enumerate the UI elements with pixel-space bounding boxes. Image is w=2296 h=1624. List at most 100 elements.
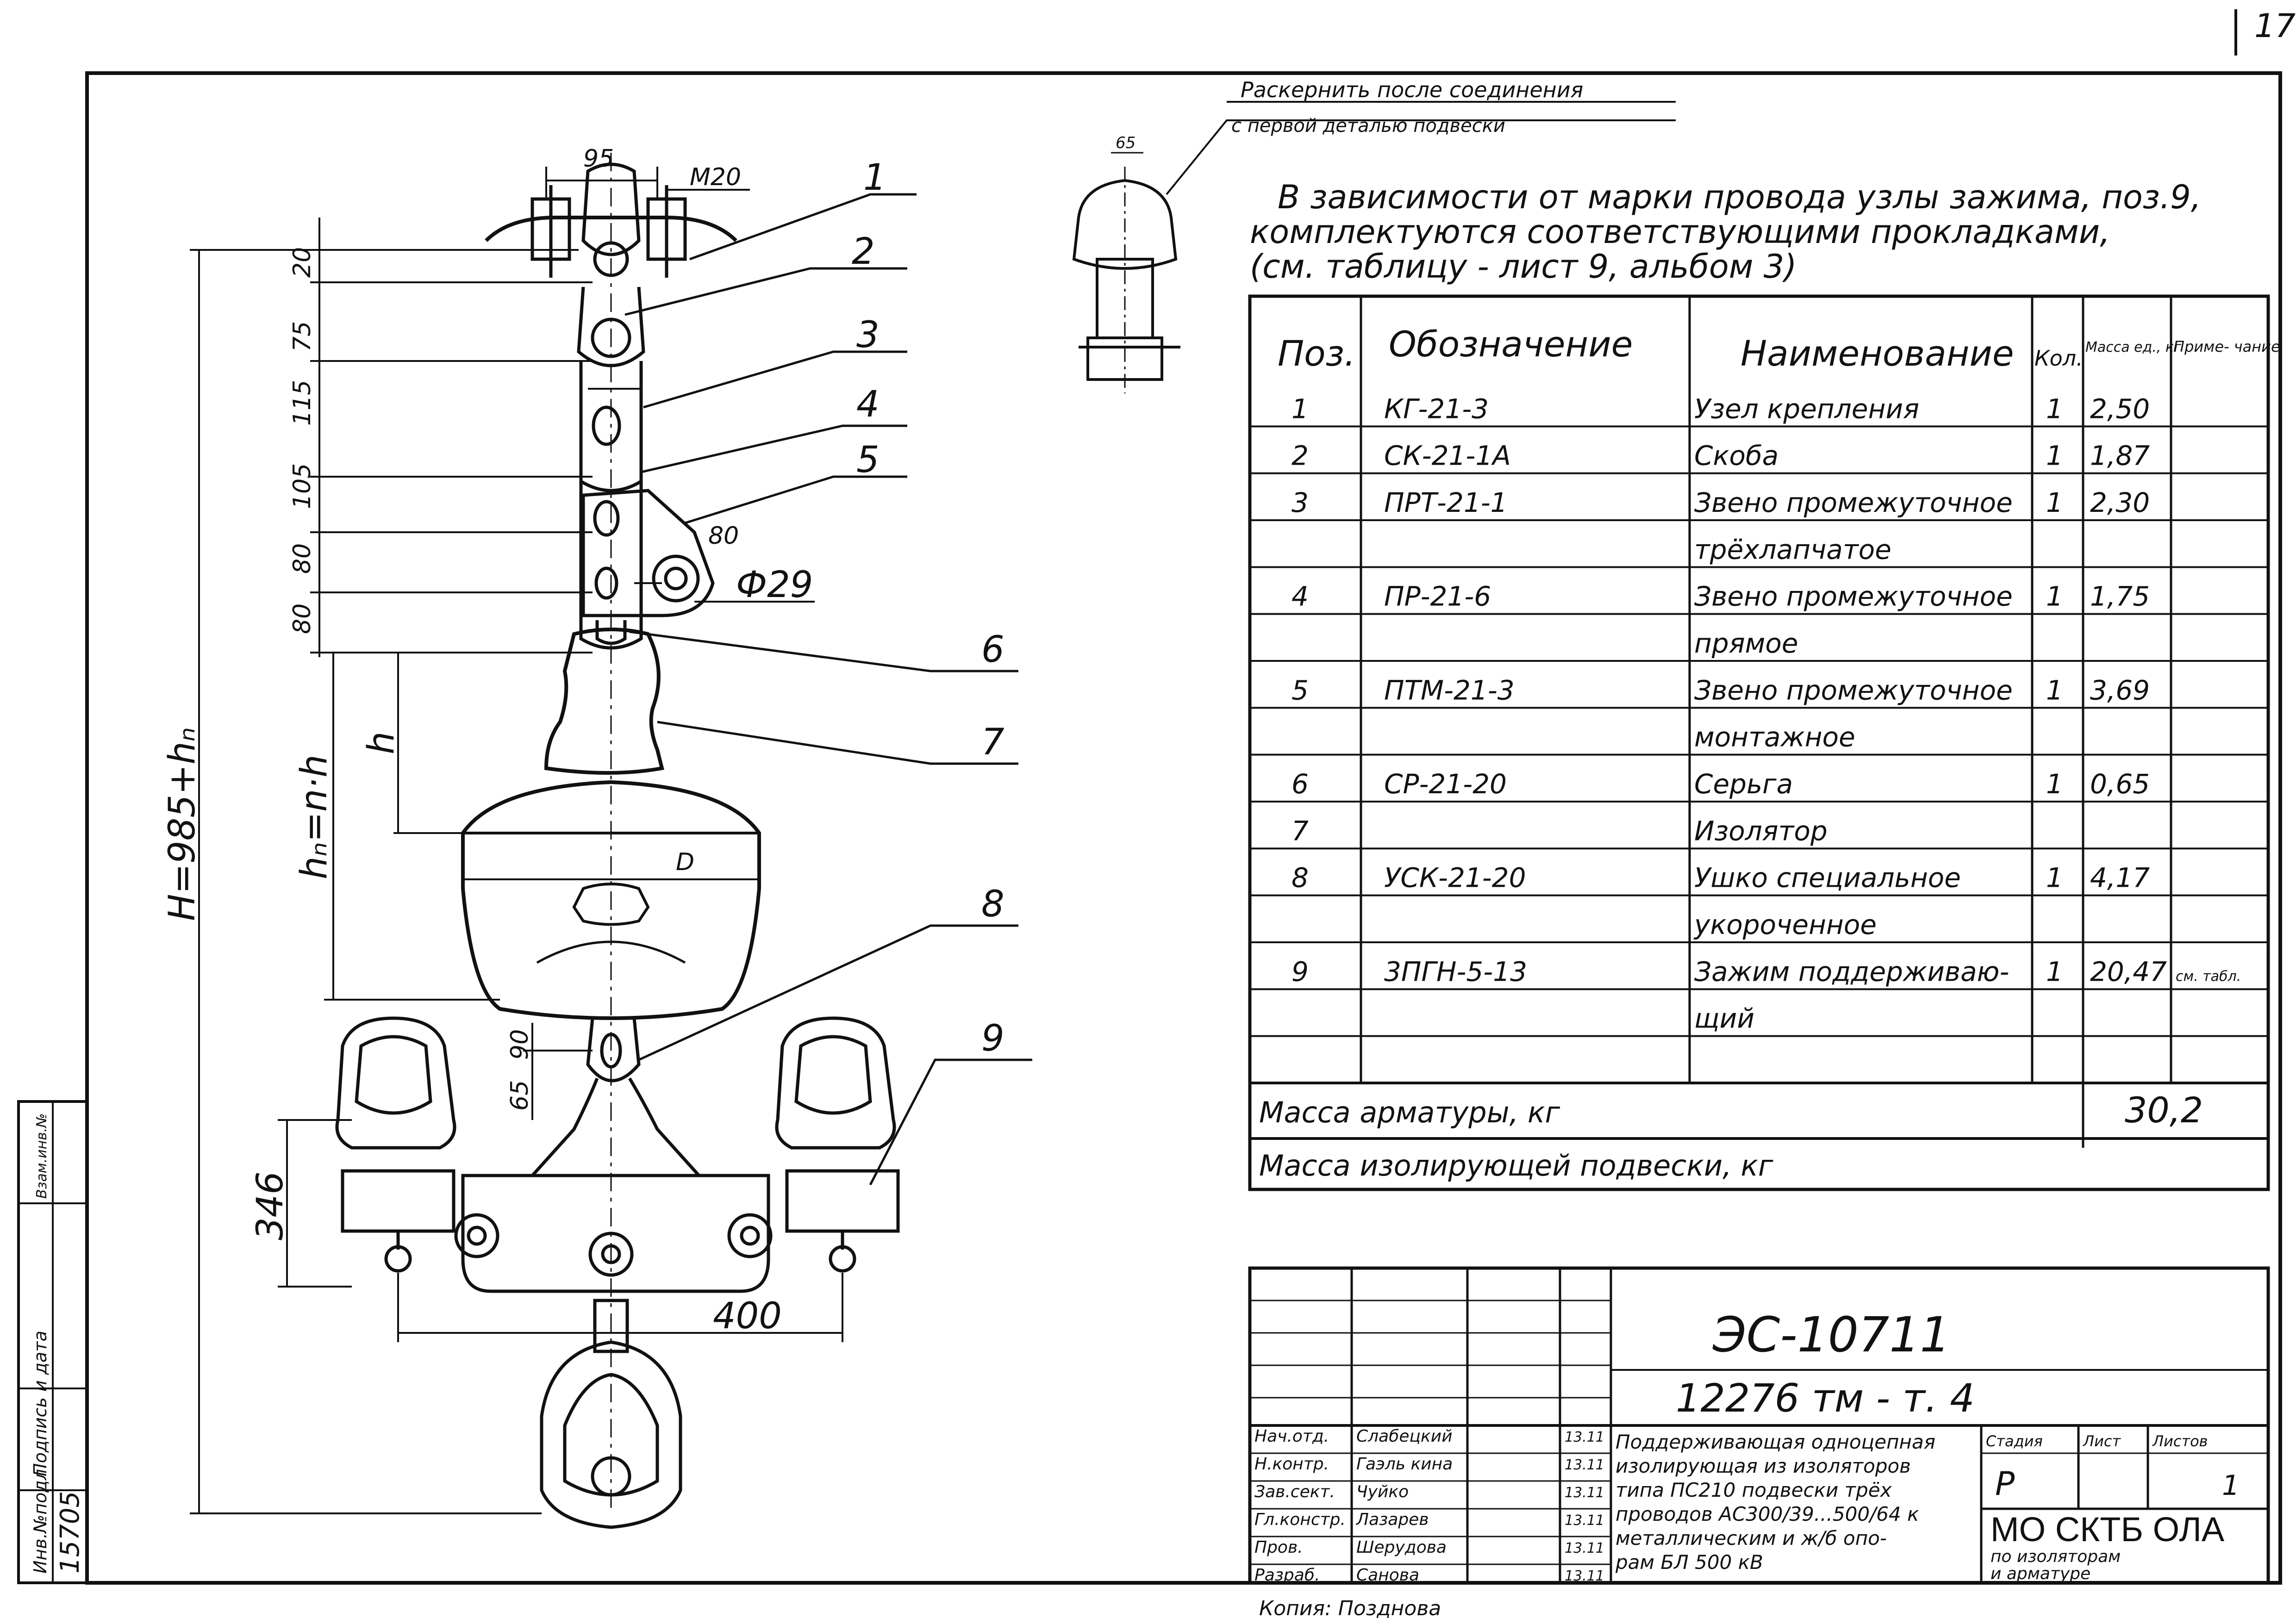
top-note-line2: с первой деталью подвески bbox=[1231, 115, 1505, 137]
table-cell-mass: 20,47 bbox=[2090, 956, 2167, 987]
th-name: Наименование bbox=[1741, 333, 2014, 374]
dim-80b: 80 bbox=[288, 604, 316, 634]
top-note-line1: Раскернить после соединения bbox=[1241, 77, 1583, 102]
signer-name: Гаэль кина bbox=[1356, 1455, 1453, 1474]
title-block-grid bbox=[1248, 1266, 2270, 1585]
dim-D: D bbox=[676, 848, 694, 876]
table-cell-pos: 6 bbox=[1292, 768, 1309, 800]
signer-role: Пров. bbox=[1254, 1538, 1303, 1557]
table-cell-designation: СК-21-1А bbox=[1384, 440, 1511, 472]
table-cell-mass: 2,30 bbox=[2090, 487, 2150, 518]
dim-95: 95 bbox=[583, 145, 614, 173]
title-description-line: Поддерживающая одноцепная bbox=[1616, 1431, 1935, 1453]
callout-leaders bbox=[624, 193, 1032, 1186]
title-code: ЭС-10711 bbox=[1712, 1307, 1951, 1363]
dim-65: 65 bbox=[506, 1080, 534, 1111]
mass-armature-value: 30,2 bbox=[2125, 1089, 2203, 1131]
signer-date: 13.11 bbox=[1565, 1485, 1604, 1501]
table-cell-name: прямое bbox=[1694, 628, 1798, 659]
table-cell-designation: 3ПГН-5-13 bbox=[1384, 956, 1527, 987]
signer-date: 13.11 bbox=[1565, 1457, 1604, 1473]
table-cell-mass: 1,87 bbox=[2090, 440, 2150, 472]
signer-name: Шерудова bbox=[1356, 1538, 1447, 1557]
table-cell-designation: СР-21-20 bbox=[1384, 768, 1507, 800]
title-description-line: проводов АС300/39...500/64 к bbox=[1616, 1503, 1919, 1525]
signer-date: 13.11 bbox=[1565, 1540, 1604, 1556]
table-cell-name: Узел крепления bbox=[1694, 393, 1919, 424]
callout-2: 2 bbox=[852, 231, 875, 273]
detail-dim-65: 65 bbox=[1116, 134, 1136, 152]
table-cell-name: Изолятор bbox=[1694, 815, 1828, 846]
signer-date: 13.11 bbox=[1565, 1568, 1604, 1584]
sheet-label: Лист bbox=[2083, 1432, 2121, 1450]
table-cell-mass: 3,69 bbox=[2090, 674, 2150, 706]
table-cell-mass: 0,65 bbox=[2090, 768, 2150, 800]
title-description-line: изолирующая из изоляторов bbox=[1616, 1455, 1911, 1477]
sheets-value: 1 bbox=[2222, 1469, 2240, 1502]
callout-1: 1 bbox=[863, 157, 886, 199]
dimension-lines bbox=[190, 167, 843, 1514]
note-line-3: (см. таблицу - лист 9, альбом 3) bbox=[1250, 248, 1797, 286]
table-cell-pos: 5 bbox=[1292, 674, 1309, 706]
table-cell-name: Серьга bbox=[1694, 768, 1793, 800]
callout-4: 4 bbox=[856, 384, 880, 425]
dim-H: H=985+hₙ bbox=[162, 727, 203, 921]
dim-m20: M20 bbox=[690, 163, 741, 191]
table-cell-mass: 4,17 bbox=[2090, 862, 2150, 894]
signer-name: Лазарев bbox=[1355, 1510, 1429, 1529]
table-cell-note: см. табл. bbox=[2176, 968, 2241, 984]
table-cell-name: Зажим поддерживаю- bbox=[1694, 956, 2009, 987]
title-description-line: рам БЛ 500 кВ bbox=[1615, 1551, 1763, 1574]
table-cell-qty: 1 bbox=[2046, 768, 2063, 800]
table-cell-name: трёхлапчатое bbox=[1694, 534, 1891, 565]
title-doc: 12276 тм - т. 4 bbox=[1676, 1375, 1975, 1421]
table-cell-qty: 1 bbox=[2046, 956, 2063, 987]
signer-role: Н.контр. bbox=[1254, 1455, 1329, 1474]
signer-role: Гл.констр. bbox=[1254, 1510, 1346, 1529]
table-cell-qty: 1 bbox=[2046, 862, 2063, 894]
signer-role: Зав.сект. bbox=[1254, 1482, 1335, 1501]
th-mass: Масса ед., кг bbox=[2085, 339, 2181, 355]
page-number: 17 bbox=[2254, 7, 2296, 45]
callout-3: 3 bbox=[856, 314, 880, 356]
side-stamp: Инв.№подл. 15705 Подпись и дата Взам.инв… bbox=[17, 1100, 88, 1584]
org-line2: по изоляторам bbox=[1990, 1547, 2121, 1566]
note-line-2: комплектуются соответствующими прокладка… bbox=[1250, 213, 2110, 251]
table-cell-qty: 1 bbox=[2046, 674, 2063, 706]
table-cell-name: Звено промежуточное bbox=[1694, 487, 2013, 518]
table-cell-name: монтажное bbox=[1694, 722, 1855, 753]
table-cell-pos: 8 bbox=[1292, 862, 1309, 894]
table-cell-name: Звено промежуточное bbox=[1694, 581, 2013, 612]
note-line-1: В зависимости от марки провода узлы зажи… bbox=[1278, 178, 2201, 216]
table-cell-designation: ПР-21-6 bbox=[1384, 581, 1491, 612]
copy-note: Копия: Позднова bbox=[1259, 1597, 1441, 1620]
table-cell-designation: ПРТ-21-1 bbox=[1384, 487, 1508, 518]
org-line3: и арматуре bbox=[1990, 1564, 2090, 1583]
stage-label: Стадия bbox=[1986, 1432, 2043, 1450]
table-cell-mass: 2,50 bbox=[2090, 393, 2150, 424]
signer-name: Чуйко bbox=[1356, 1482, 1409, 1501]
inv-label: Инв.№подл. bbox=[30, 1463, 50, 1574]
sign-label: Подпись и дата bbox=[30, 1331, 50, 1476]
table-cell-pos: 1 bbox=[1292, 393, 1309, 424]
dim-400: 400 bbox=[713, 1295, 782, 1337]
th-note: Приме- чание bbox=[2173, 338, 2280, 355]
sheet-frame bbox=[85, 71, 2282, 1585]
dim-115: 115 bbox=[288, 380, 316, 426]
table-cell-pos: 9 bbox=[1292, 956, 1309, 987]
stage-value: Р bbox=[1995, 1465, 2015, 1503]
replace-label: Взам.инв.№ bbox=[34, 1113, 50, 1199]
dim-105: 105 bbox=[288, 463, 316, 509]
dim-hn: hₙ=n·h bbox=[293, 754, 335, 879]
dim-90: 90 bbox=[506, 1029, 534, 1060]
mass-armature-label: Масса арматуры, кг bbox=[1259, 1095, 1560, 1129]
table-cell-pos: 7 bbox=[1292, 815, 1309, 846]
mass-suspension-label: Масса изолирующей подвески, кг bbox=[1259, 1149, 1773, 1182]
table-cell-designation: ПТМ-21-3 bbox=[1384, 674, 1515, 706]
callout-8: 8 bbox=[981, 884, 1004, 925]
dim-75: 75 bbox=[288, 321, 316, 352]
